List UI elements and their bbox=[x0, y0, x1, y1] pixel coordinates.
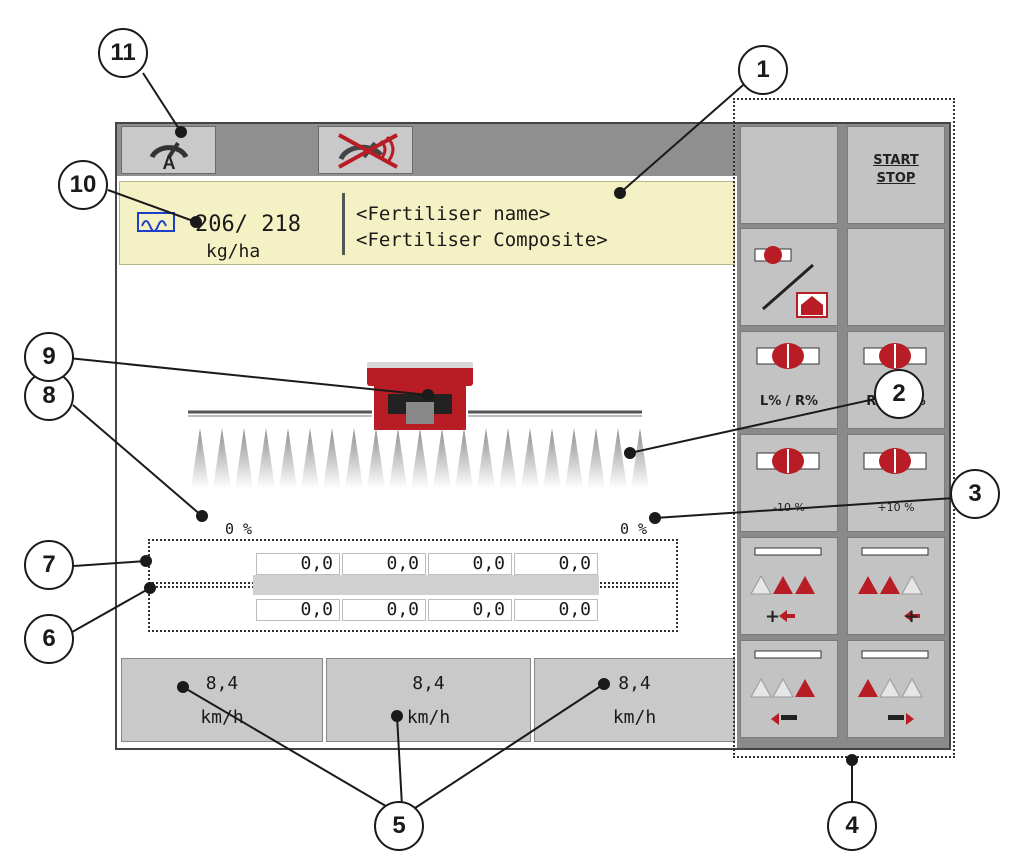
svg-text:+: + bbox=[904, 606, 919, 627]
left-sections-remove-icon bbox=[750, 650, 822, 725]
plus-10-label: +10 % bbox=[877, 501, 915, 514]
start-stop-button[interactable]: START STOP bbox=[847, 126, 945, 224]
top-bar bbox=[117, 124, 737, 176]
quantity-cell: 0,0 bbox=[514, 599, 598, 621]
function-panel-outline bbox=[733, 98, 955, 758]
speed-field-1: 8,4 km/h bbox=[121, 658, 323, 742]
right-spread-percent: 0 % bbox=[620, 520, 648, 538]
quantity-cell: 0,0 bbox=[342, 599, 426, 621]
section-percent-icon bbox=[863, 343, 927, 369]
application-rate-unit: kg/ha bbox=[206, 241, 261, 262]
speed-signal-off-button[interactable] bbox=[318, 126, 413, 174]
speed-value: 8,4 bbox=[205, 673, 239, 694]
quantity-cell: 0,0 bbox=[256, 599, 340, 621]
callout-2: 2 bbox=[874, 369, 924, 419]
left-sections-add-icon: + bbox=[750, 547, 822, 627]
fertiliser-composite: <Fertiliser Composite> bbox=[356, 229, 608, 251]
minus-10-label: -10 % bbox=[773, 501, 805, 514]
fertiliser-name: <Fertiliser name> bbox=[356, 203, 551, 225]
minus-10-percent-button[interactable]: -10 % bbox=[740, 434, 838, 532]
callout-5: 5 bbox=[374, 801, 424, 851]
lr-percent-button[interactable]: L% / R% bbox=[740, 331, 838, 429]
right-sections-remove-button[interactable] bbox=[847, 640, 945, 738]
empty-function-button-1[interactable] bbox=[740, 126, 838, 224]
callout-10: 10 bbox=[58, 160, 108, 210]
section-home-toggle-button[interactable] bbox=[740, 228, 838, 326]
quantity-cell: 0,0 bbox=[342, 553, 426, 575]
quantity-divider-band bbox=[253, 575, 599, 595]
right-sections-add-button[interactable]: + bbox=[847, 537, 945, 635]
info-separator bbox=[342, 193, 345, 255]
auto-mode-button[interactable]: A bbox=[121, 126, 216, 174]
rate-tag-icon bbox=[137, 212, 175, 236]
left-sections-add-button[interactable]: + bbox=[740, 537, 838, 635]
quantity-cell: 0,0 bbox=[514, 553, 598, 575]
speed-field-2: 8,4 km/h bbox=[326, 658, 531, 742]
svg-text:A: A bbox=[163, 153, 176, 173]
speed-value: 8,4 bbox=[618, 673, 651, 694]
lr-percent-label: L% / R% bbox=[759, 394, 819, 409]
left-spread-percent: 0 % bbox=[225, 520, 253, 538]
callout-3: 3 bbox=[950, 469, 1000, 519]
callout-1: 1 bbox=[738, 45, 788, 95]
callout-11: 11 bbox=[98, 28, 148, 78]
left-sections-remove-button[interactable] bbox=[740, 640, 838, 738]
right-sections-remove-icon bbox=[858, 650, 929, 725]
svg-text:+: + bbox=[765, 606, 780, 627]
callout-7: 7 bbox=[24, 540, 74, 590]
application-rate: 206/ 218 bbox=[195, 212, 301, 237]
speed-unit: km/h bbox=[406, 707, 451, 728]
quantity-cell: 0,0 bbox=[256, 553, 340, 575]
callout-4: 4 bbox=[827, 801, 877, 851]
left-right-section-icon bbox=[756, 343, 820, 369]
speed-signal-off-icon bbox=[338, 133, 398, 169]
auto-mode-icon: A bbox=[149, 141, 189, 173]
speed-unit: km/h bbox=[200, 707, 244, 728]
speed-value: 8,4 bbox=[412, 673, 445, 694]
section-minus-icon bbox=[756, 448, 820, 474]
quantity-cell: 0,0 bbox=[428, 553, 512, 575]
section-home-icon bbox=[754, 246, 828, 318]
right-sections-add-icon: + bbox=[858, 547, 929, 627]
stop-label: STOP bbox=[876, 171, 916, 186]
callout-9: 9 bbox=[24, 332, 74, 382]
spreader-illustration bbox=[188, 362, 649, 488]
start-label: START bbox=[873, 153, 919, 168]
plus-10-percent-button[interactable]: +10 % bbox=[847, 434, 945, 532]
section-plus-icon bbox=[863, 448, 927, 474]
empty-function-button-2[interactable] bbox=[847, 228, 945, 326]
fertiliser-info-panel bbox=[119, 181, 735, 265]
speed-unit: km/h bbox=[612, 707, 657, 728]
callout-6: 6 bbox=[24, 614, 74, 664]
quantity-cell: 0,0 bbox=[428, 599, 512, 621]
